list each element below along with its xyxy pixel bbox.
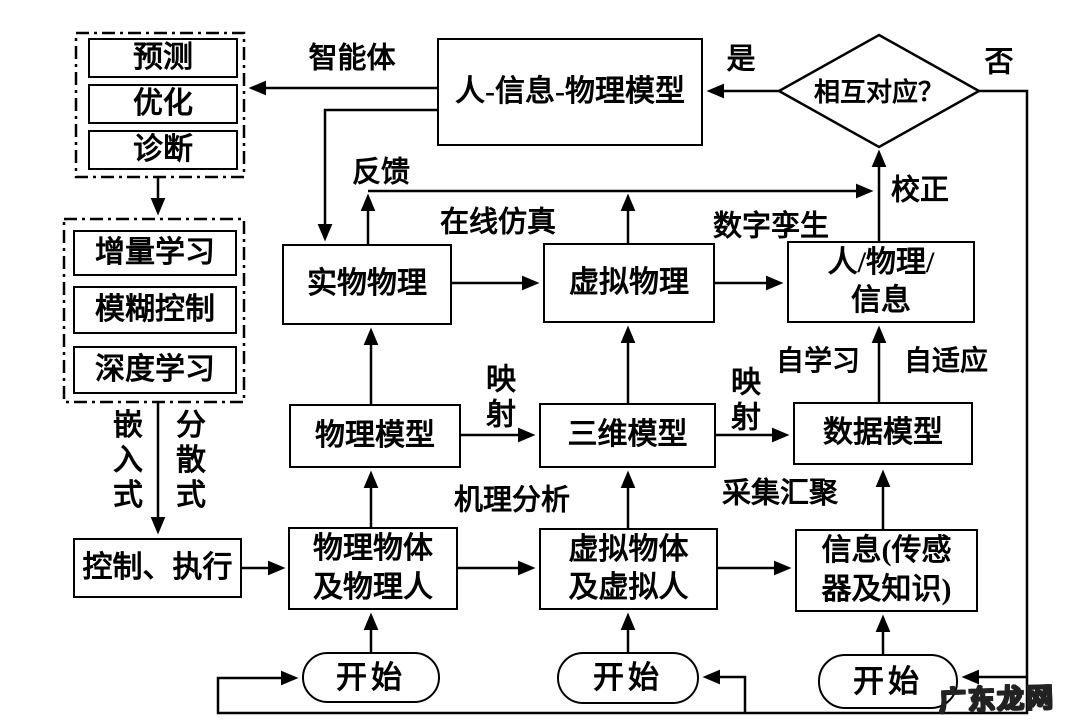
label-distributed: 分散式 [171,408,204,514]
node-fuzzy-control: 模糊控制 [73,286,237,334]
node-diagnose: 诊断 [88,130,238,170]
node-human-info-physical-model: 人-信息-物理模型 [437,38,703,146]
node-physical-model: 物理模型 [289,404,461,468]
node-start-1: 开始 [302,652,440,703]
node-predict: 预测 [88,38,238,78]
node-information: 信息(传感 器及知识) [795,529,978,612]
label-mapping-2: 映射 [726,366,759,436]
node-human-physical-info: 人/物理/ 信息 [787,241,975,323]
label-yes: 是 [726,43,756,76]
node-optimize: 优化 [88,84,238,124]
node-control-execution: 控制、执行 [73,538,242,598]
node-decision-label: 相互对应？ [813,78,945,107]
decision-diamond-shape [776,33,982,149]
node-3d-model: 三维模型 [539,403,716,468]
node-start-3: 开始 [818,654,958,709]
label-self-learning: 自学习 [775,346,861,377]
label-agent: 智能体 [308,42,396,75]
node-start-2: 开始 [557,652,699,704]
label-self-adaptation: 自适应 [903,346,989,377]
label-digital-twin: 数字孪生 [712,210,830,243]
label-online-simulation: 在线仿真 [439,206,557,239]
node-virtual-physics: 虚拟物理 [543,243,715,323]
edge-feedback [317,108,437,242]
label-mechanism-analysis: 机理分析 [453,484,571,517]
label-mapping-1: 映射 [481,363,514,433]
node-deep-learning: 深度学习 [73,346,237,394]
node-data-model: 数据模型 [793,402,973,465]
label-collection-aggregation: 采集汇聚 [721,477,839,510]
label-feedback: 反馈 [351,156,411,189]
node-incremental-learning: 增量学习 [73,230,237,276]
node-physical-entity: 实物物理 [282,244,452,325]
node-virtual-objects: 虚拟物体 及虚拟人 [539,528,718,610]
watermark-text: 广东龙网 [938,682,1057,718]
learning-group-border [62,217,246,404]
label-no: 否 [984,46,1014,79]
edge-decision-no-loop [216,89,1029,715]
analysis-group-border [74,31,246,179]
label-embedded: 嵌入式 [108,408,141,514]
label-correction: 校正 [890,174,950,207]
node-physical-objects: 物理物体 及物理人 [288,527,458,610]
edge-loop-to-start2 [702,669,747,713]
